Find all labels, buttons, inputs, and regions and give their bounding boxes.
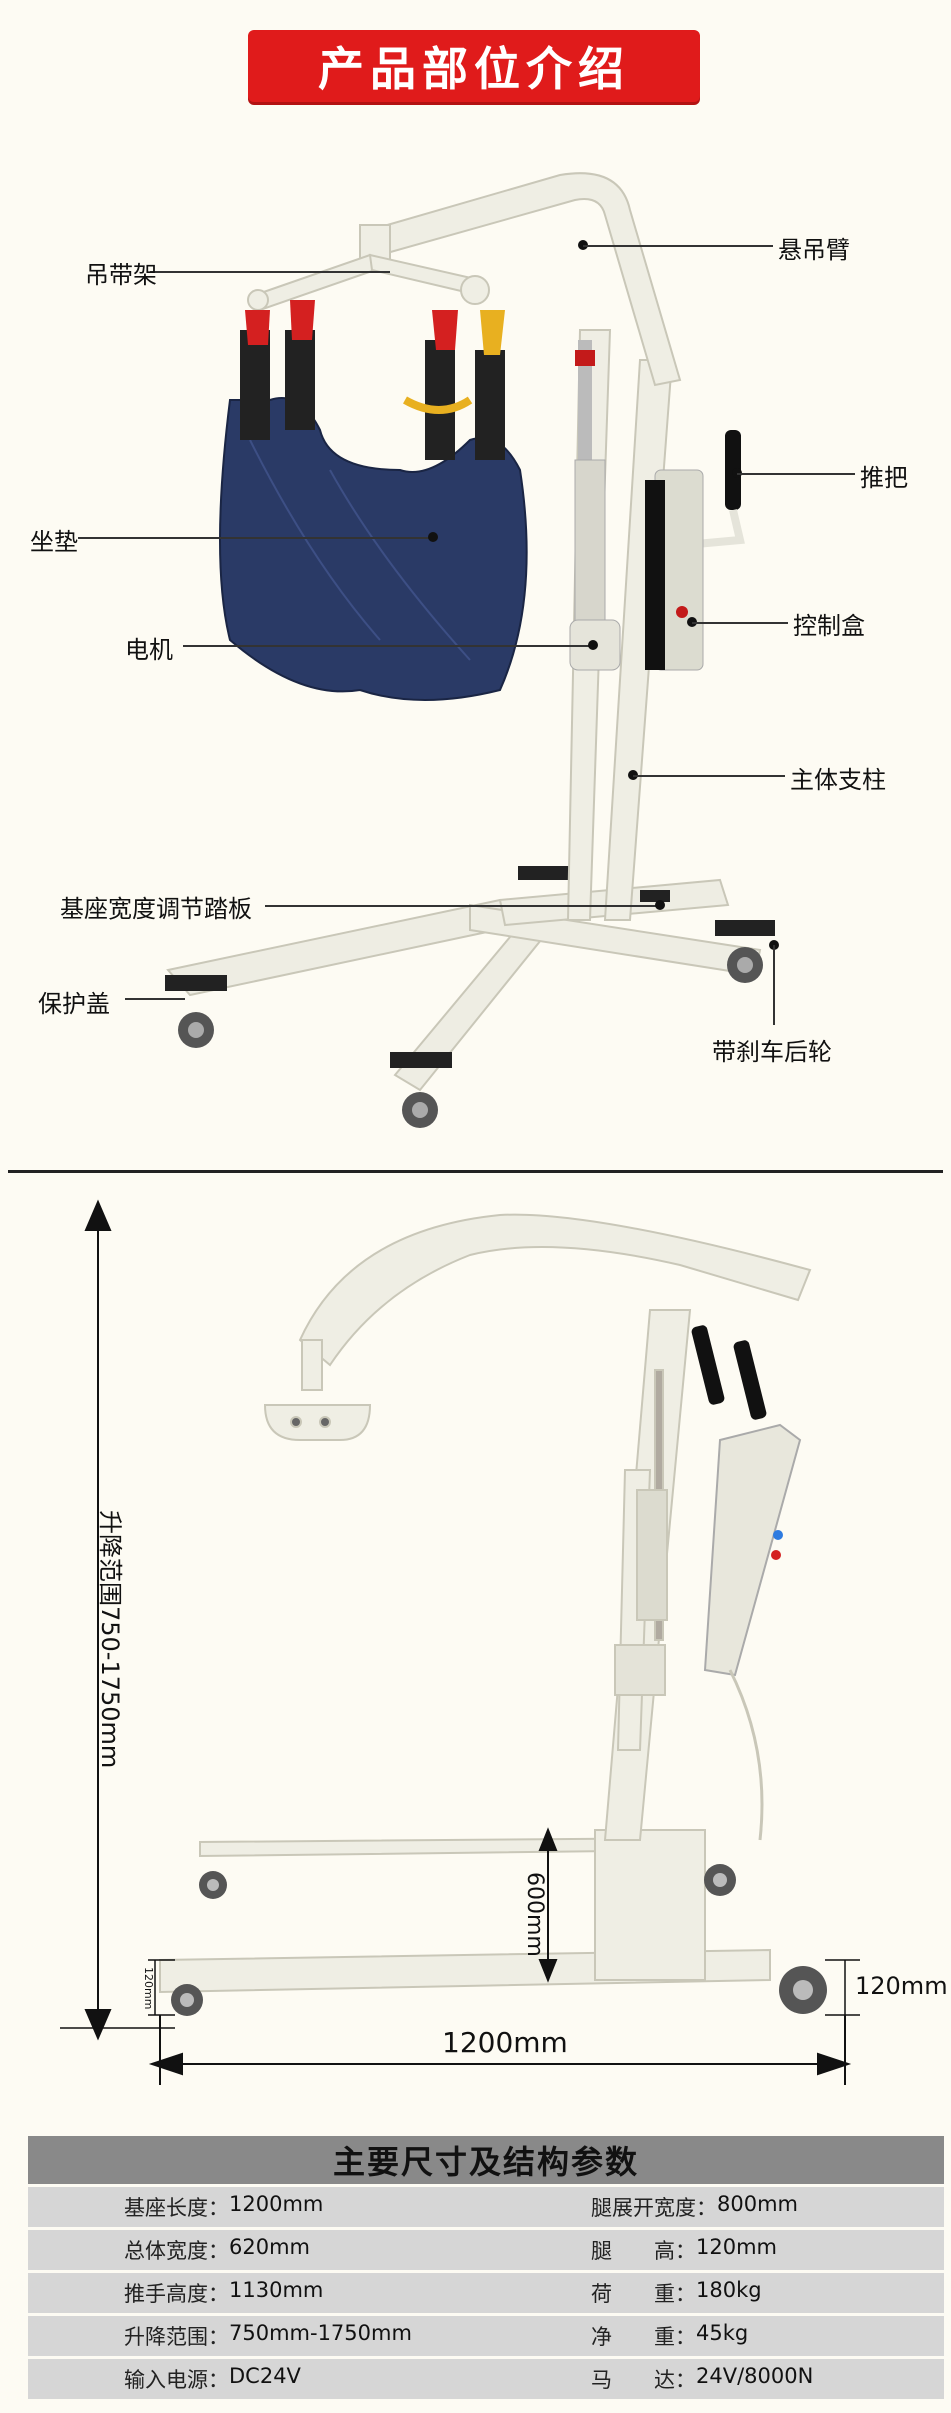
leader-line [265,905,660,907]
leader-line [737,473,855,475]
sling-seat [219,300,528,701]
boom-arm-side [298,1213,812,1367]
caster-wheels-side [171,1864,827,2016]
spec-key: 推手高度： [124,2282,229,2306]
spec-table: 主要尺寸及结构参数 基座长度：1200mm 腿展开宽度：800mm 总体宽度：6… [28,2136,944,2399]
push-handle-side [691,1325,767,1420]
spec-cell: 推手高度：1130mm [28,2278,486,2308]
caster-wheels [165,866,775,1128]
spec-value: 180kg [696,2278,762,2302]
spec-cell: 升降范围：750mm-1750mm [28,2321,486,2351]
lift-dimension-illustration [60,1199,860,2085]
spec-cell: 基座长度：1200mm [28,2192,486,2222]
label-sling-bar: 吊带架 [85,261,157,289]
spec-cell: 腿 高：120mm [486,2235,944,2265]
leader-line [773,945,775,1025]
spec-key: 输入电源： [124,2368,229,2392]
label-main-column: 主体支柱 [790,766,886,794]
spec-cell: 马 达：24V/8000N [486,2364,944,2394]
leader-line [150,271,390,273]
spec-value: 620mm [229,2235,310,2259]
table-row: 基座长度：1200mm 腿展开宽度：800mm [28,2187,944,2227]
section-divider [8,1170,943,1173]
spec-value: 1200mm [229,2192,324,2216]
column-side [603,1309,692,1841]
spec-value: 1130mm [229,2278,324,2302]
spec-value: 800mm [717,2192,798,2216]
leader-line [125,998,185,1000]
label-seat-pad: 坐垫 [30,528,78,556]
spec-value: DC24V [229,2364,301,2388]
length-1200-arrow [148,2015,852,2085]
leg-height-right-label: 120mm [855,1972,948,2000]
table-row: 总体宽度：620mm 腿 高：120mm [28,2230,944,2270]
spec-value: 120mm [696,2235,777,2259]
lift-range-label: 升降范围750-1750mm [96,1510,124,1769]
spec-key: 荷 重： [591,2282,696,2306]
lift-range-arrow [84,1199,112,2041]
spec-value: 24V/8000N [696,2364,814,2388]
base-height-label: 600mm [522,1872,547,1957]
spec-cell: 腿展开宽度：800mm [486,2192,944,2222]
spec-key: 净 重： [591,2325,696,2349]
title-banner: 产品部位介绍 [248,30,700,102]
hanger-side [263,1339,372,1441]
leader-line [78,537,433,539]
callout-dot [655,900,665,910]
control-box-side [703,1423,802,1841]
table-row: 输入电源：DC24V 马 达：24V/8000N [28,2359,944,2399]
base-frame [166,878,762,1092]
label-push-handle: 推把 [860,464,908,492]
leader-line [633,775,785,777]
height-600-arrow [538,1827,558,1983]
spec-table-title: 主要尺寸及结构参数 [28,2136,944,2184]
sling-bar-frame [247,224,490,312]
table-row: 推手高度：1130mm 荷 重：180kg [28,2273,944,2313]
height-120-left-arrow [148,1959,175,2016]
spec-key: 腿展开宽度： [591,2196,717,2220]
table-row: 升降范围：750mm-1750mm 净 重：45kg [28,2316,944,2356]
spec-cell: 净 重：45kg [486,2321,944,2351]
label-base-pedal: 基座宽度调节踏板 [60,895,252,923]
spec-value: 750mm-1750mm [229,2321,412,2345]
callout-dot [588,640,598,650]
base-length-label: 1200mm [442,2026,568,2059]
spec-key: 腿 高： [591,2239,696,2263]
spec-value: 45kg [696,2321,749,2345]
lift-with-sling-illustration [165,172,775,1128]
spec-cell: 荷 重：180kg [486,2278,944,2308]
label-protective-cover: 保护盖 [38,990,110,1018]
spec-key: 总体宽度： [124,2239,229,2263]
label-control-box: 控制盒 [793,612,865,640]
label-boom-arm: 悬吊臂 [778,236,850,264]
spec-key: 马 达： [591,2368,696,2392]
leader-line [583,245,773,247]
base-frame-side [159,1829,771,1994]
leg-height-left-label: 120mm [142,1967,155,2010]
control-box [645,469,704,671]
spec-key: 基座长度： [124,2196,229,2220]
page-title: 产品部位介绍 [318,42,630,96]
spec-cell: 总体宽度：620mm [28,2235,486,2265]
leader-line [183,645,593,647]
label-motor: 电机 [125,636,173,664]
callout-dot [428,532,438,542]
spec-key: 升降范围： [124,2325,229,2349]
spec-cell: 输入电源：DC24V [28,2364,486,2394]
height-120-right-arrow [825,1959,860,2016]
leader-line [692,622,788,624]
boom-arm [368,172,682,387]
label-rear-brake-wheel: 带刹车后轮 [712,1038,832,1066]
